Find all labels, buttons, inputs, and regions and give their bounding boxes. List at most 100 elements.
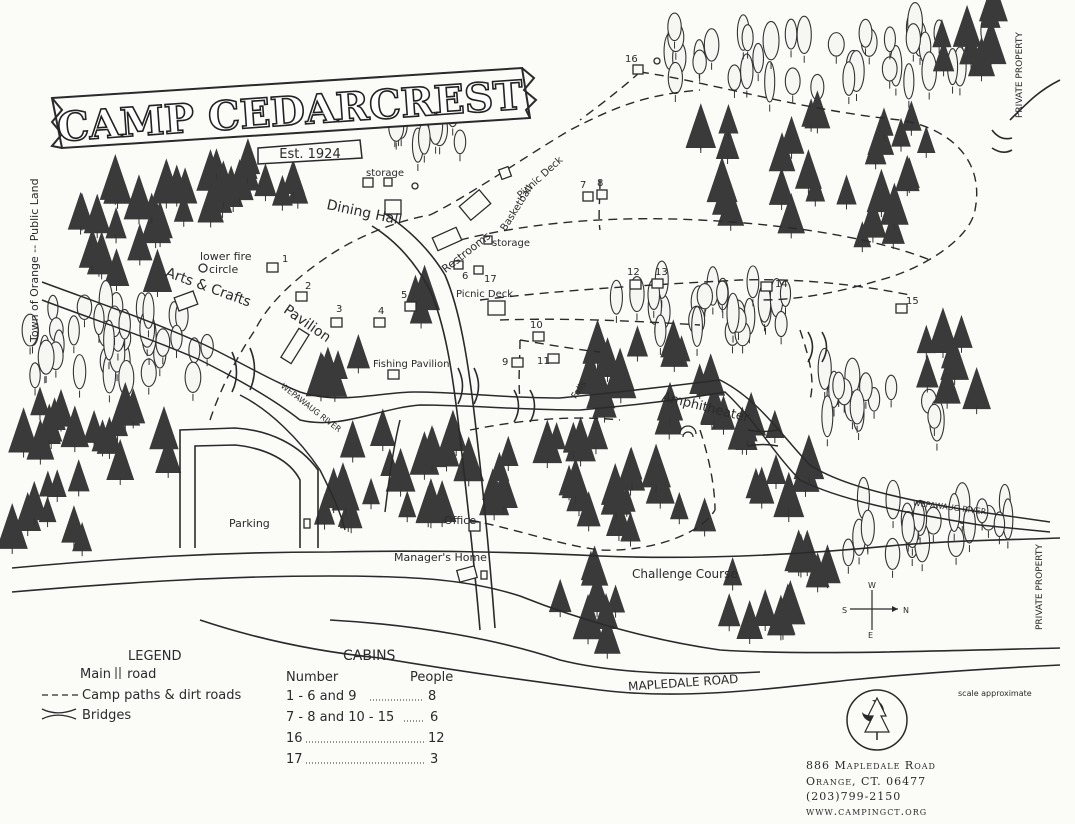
deciduous-tree-icon — [762, 20, 780, 61]
address-block: 886 Mapledale Road Orange, CT. 06477 (20… — [806, 759, 935, 818]
compass-rose: N S W E — [842, 581, 909, 640]
cabins-row-number: 7 - 8 and 10 - 15 — [286, 710, 394, 725]
conifer-tree-icon — [801, 98, 821, 127]
mapledale-road-label: MAPLEDALE ROAD — [628, 672, 739, 694]
conifer-tree-icon — [737, 411, 758, 442]
deciduous-tree-icon — [903, 63, 915, 100]
conifer-tree-icon — [281, 159, 306, 194]
conifer-tree-icon — [105, 207, 127, 239]
address-line-2: Orange, CT. 06477 — [806, 775, 926, 788]
conifer-tree-icon — [173, 192, 194, 222]
deciduous-tree-icon — [884, 537, 901, 570]
wepawaug-river — [41, 281, 1051, 533]
conifer-tree-icon — [489, 466, 518, 509]
legend-bridges: Bridges — [82, 708, 131, 723]
cabins-row-people: 8 — [428, 689, 436, 704]
cabin-11 — [547, 353, 560, 364]
managers-home-building — [455, 565, 479, 583]
lower-fire-label: lower fire — [200, 250, 252, 263]
cabins-row-people: 3 — [430, 752, 438, 767]
fire-circle-16-icon — [653, 57, 661, 65]
cabins-heading: CABINS — [343, 648, 396, 664]
conifer-tree-icon — [717, 186, 745, 226]
dining-hall-building — [384, 199, 402, 215]
conifer-tree-icon — [696, 353, 726, 396]
town-of-orange-label: Town of Orange -- Public Land — [28, 178, 41, 343]
office-label: Office — [444, 514, 476, 527]
conifer-tree-icon — [669, 491, 689, 520]
cabin-9 — [511, 357, 524, 368]
conifer-tree-icon — [891, 117, 911, 147]
pavilion-building — [280, 327, 310, 365]
deciduous-tree-icon — [849, 389, 865, 425]
managers-home-label: Manager's Home — [394, 551, 487, 564]
cabin-5 — [404, 301, 417, 312]
legend: LEGEND Main road Camp paths & dirt roads… — [41, 649, 241, 723]
deciduous-tree-icon — [654, 314, 667, 348]
conifer-tree-icon — [385, 447, 416, 492]
legend-camp-paths: Camp paths & dirt roads — [82, 688, 241, 703]
conifer-tree-icon — [0, 503, 28, 549]
deciduous-tree-icon — [76, 294, 93, 321]
conifer-tree-icon — [933, 363, 961, 404]
conifer-tree-icon — [962, 367, 991, 410]
deciduous-tree-icon — [726, 292, 740, 334]
restrooms-building — [431, 226, 463, 252]
cabin-3 — [330, 317, 343, 328]
conifer-tree-icon — [149, 211, 171, 243]
deciduous-tree-icon — [37, 339, 55, 375]
arts-crafts-building — [173, 290, 199, 312]
cabin-16 — [632, 64, 644, 75]
storage-building-2 — [383, 177, 393, 187]
deciduous-tree-icon — [901, 511, 915, 544]
managers-garage — [480, 570, 488, 580]
conifer-tree-icon — [532, 419, 563, 464]
conifer-tree-icon — [880, 182, 909, 225]
conifer-tree-icon — [142, 192, 161, 220]
conifer-tree-icon — [409, 290, 433, 324]
storage-label-2: storage — [492, 238, 530, 249]
conifer-tree-icon — [103, 161, 132, 204]
conifer-tree-icon — [548, 578, 572, 613]
cabin-number: 8 — [597, 178, 603, 189]
address-line-4: www.campingct.org — [806, 805, 927, 818]
deciduous-tree-icon — [418, 121, 431, 155]
storage-building — [362, 177, 374, 188]
conifer-tree-icon — [765, 453, 787, 484]
deciduous-tree-icon — [858, 18, 873, 48]
conifer-tree-icon — [777, 192, 805, 234]
conifer-tree-icon — [685, 103, 717, 149]
conifer-tree-icon — [916, 354, 939, 388]
cabins-col-number: Number — [286, 670, 339, 685]
deciduous-tree-icon — [667, 12, 682, 42]
storage-building-3 — [483, 235, 493, 245]
conifer-tree-icon — [881, 209, 905, 244]
conifer-tree-icon — [164, 164, 190, 202]
compass-n: N — [903, 606, 909, 615]
cabin-number-labels: 1 2 3 4 5 6 17 7 8 9 10 11 12 13 14 15 1… — [282, 54, 919, 368]
picnic-deck-upper — [497, 165, 513, 181]
conifer-tree-icon — [700, 382, 729, 424]
cabin-14 — [760, 281, 773, 292]
conifer-tree-icon — [715, 124, 740, 160]
deciduous-tree-icon — [692, 49, 707, 75]
conifer-tree-icon — [236, 148, 258, 179]
deciduous-tree-icon — [842, 538, 855, 567]
conifer-tree-icon — [575, 349, 606, 395]
picnic-deck-lower — [487, 300, 506, 316]
deciduous-tree-icon — [752, 42, 765, 74]
cabin-number: 14 — [775, 279, 788, 290]
cabin-13 — [651, 278, 664, 289]
cabin-4 — [373, 317, 386, 328]
conifer-tree-icon — [47, 469, 67, 497]
conifer-tree-icon — [427, 480, 457, 523]
conifer-tree-icon — [149, 405, 179, 450]
fishing-pavilion-label: Fishing Pavilion — [373, 359, 449, 370]
cabin-number: 13 — [655, 267, 668, 278]
deciduous-tree-icon — [948, 493, 961, 532]
conifer-tree-icon — [362, 477, 381, 505]
deciduous-tree-icon — [993, 511, 1006, 538]
cabin-8 — [596, 189, 608, 200]
address-line-3: (203)799-2150 — [806, 790, 901, 803]
